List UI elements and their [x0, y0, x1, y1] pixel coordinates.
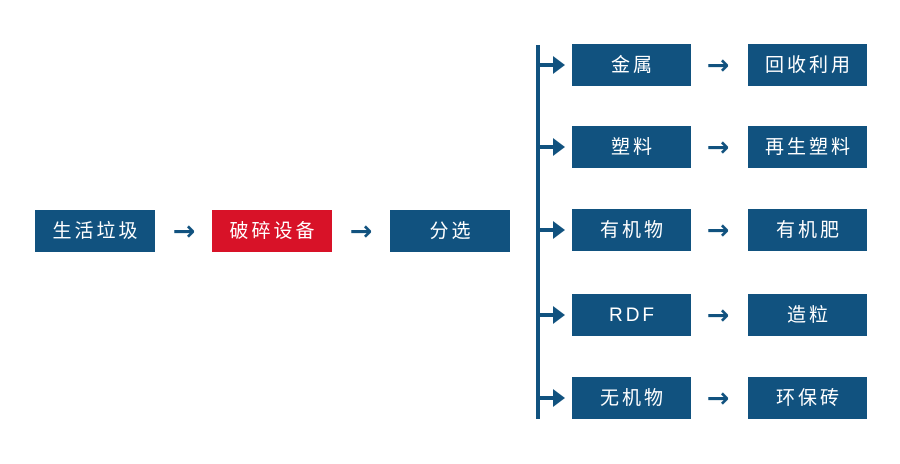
branch-material-metal[interactable]: 金属	[572, 44, 691, 86]
arrow-right-icon-input-to-crusher: →	[172, 215, 196, 247]
branch-arrow-icon-rdf	[538, 306, 566, 324]
node-crusher[interactable]: 破碎设备	[212, 210, 332, 252]
arrow-right-icon-plastic: →	[706, 131, 730, 163]
branch-material-plastic[interactable]: 塑料	[572, 126, 691, 168]
arrow-right-icon-inorganic: →	[706, 382, 730, 414]
branch-arrow-icon-metal	[538, 56, 566, 74]
branch-arrow-icon-plastic	[538, 138, 566, 156]
branch-material-organic[interactable]: 有机物	[572, 209, 691, 251]
vertical-trunk-line	[536, 45, 540, 419]
node-sorting[interactable]: 分选	[390, 210, 510, 252]
branch-arrow-icon-organic	[538, 221, 566, 239]
branch-product-metal[interactable]: 回收利用	[748, 44, 867, 86]
branch-product-rdf[interactable]: 造粒	[748, 294, 867, 336]
branch-product-inorganic[interactable]: 环保砖	[748, 377, 867, 419]
arrow-right-icon-rdf: →	[706, 299, 730, 331]
branch-material-rdf[interactable]: RDF	[572, 294, 691, 336]
branch-arrow-icon-inorganic	[538, 389, 566, 407]
branch-material-inorganic[interactable]: 无机物	[572, 377, 691, 419]
branch-product-organic[interactable]: 有机肥	[748, 209, 867, 251]
node-input[interactable]: 生活垃圾	[35, 210, 155, 252]
arrow-right-icon-organic: →	[706, 214, 730, 246]
branch-product-plastic[interactable]: 再生塑料	[748, 126, 867, 168]
arrow-right-icon-metal: →	[706, 49, 730, 81]
arrow-right-icon-crusher-to-sorting: →	[349, 215, 373, 247]
